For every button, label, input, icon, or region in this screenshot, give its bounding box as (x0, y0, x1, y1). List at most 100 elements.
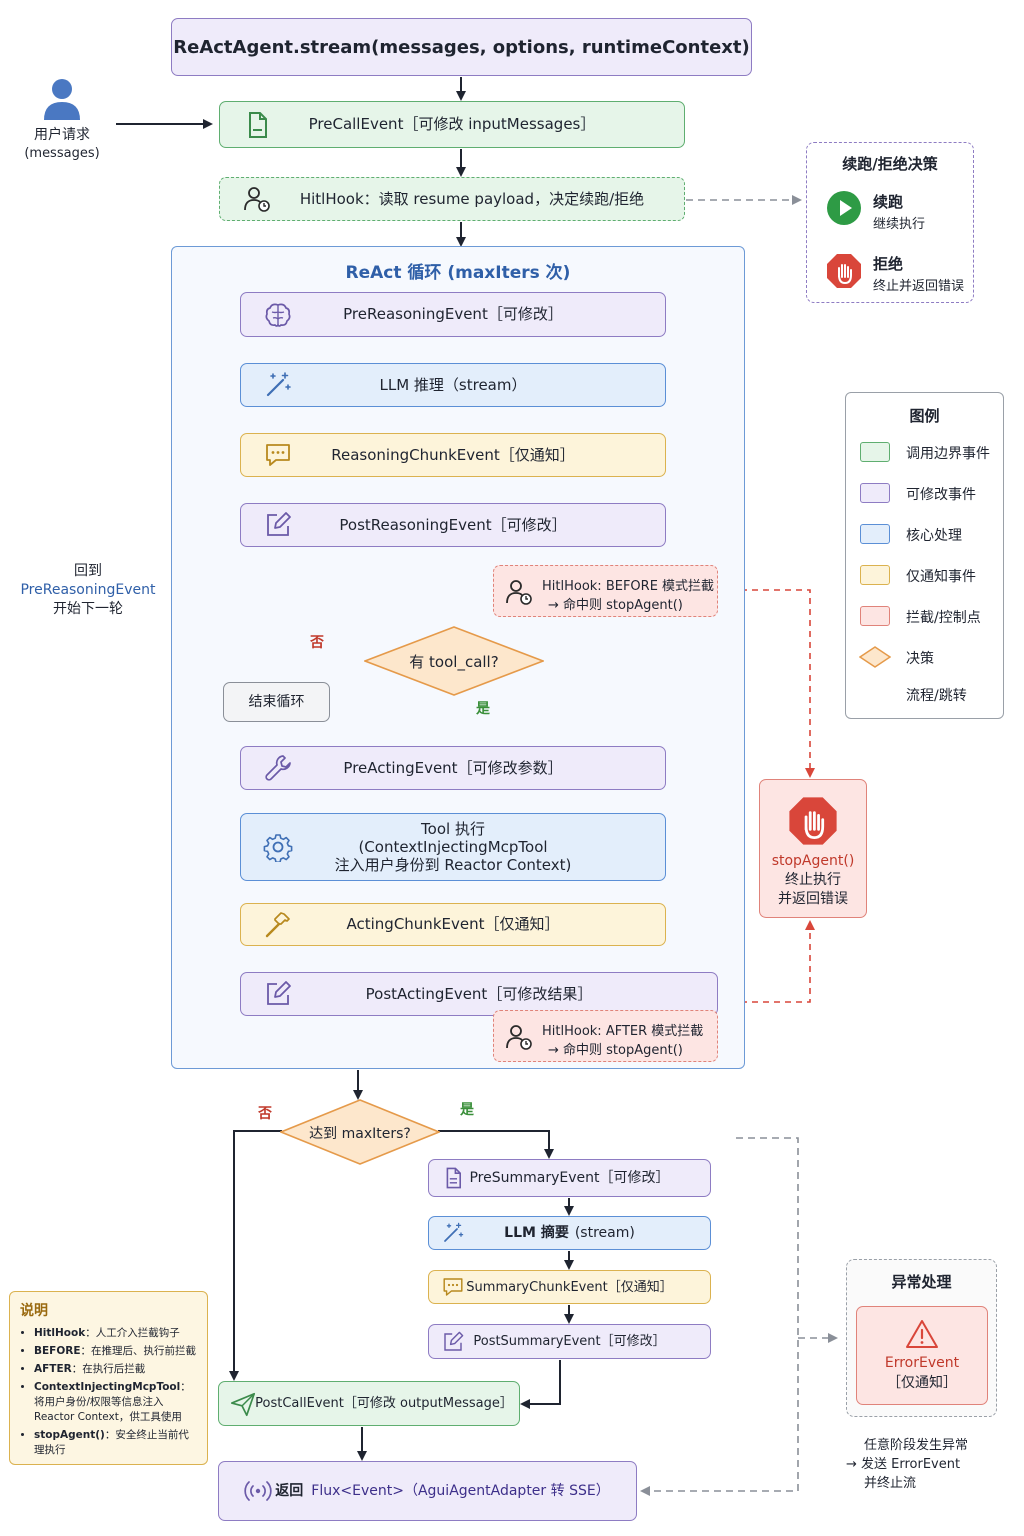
legend-title: 图例 (909, 407, 940, 425)
warning-icon (906, 1319, 938, 1348)
document-icon (441, 1166, 465, 1190)
pre-reasoning-event: PreReasoningEvent ［可修改］ (240, 292, 666, 337)
end-loop-box: 结束循环 (223, 682, 330, 722)
llm-reasoning-name: LLM 推理 (379, 375, 444, 394)
legend-panel: 图例 调用边界事件 可修改事件 核心处理 仅通知事件 拦截/控制点 决策 流程/… (845, 392, 1004, 719)
hitl-hook-after: HitlHook: AFTER 模式拦截 → 命中则 stopAgent() (493, 1010, 718, 1062)
max-iters-decision (280, 1099, 440, 1165)
legend-label-modifiable: 可修改事件 (906, 487, 976, 503)
exception-note: 任意阶段发生异常 → 发送 ErrorEvent 并终止流 (840, 1436, 1010, 1493)
note-item-context-desc1: 将用户身份/权限等信息注入 (34, 1396, 164, 1408)
pre-summary-name: PreSummaryEvent (469, 1169, 600, 1186)
tool-line3: 注入用户身份到 Reactor Context) (334, 856, 572, 874)
post-acting-tag: ［可修改结果］ (487, 984, 593, 1003)
max-iters-no: 否 (258, 1106, 272, 1122)
edit-icon (441, 1330, 465, 1354)
exception-note1: 任意阶段发生异常 (864, 1438, 969, 1453)
return-text: Flux<Event>（AguiAgentAdapter 转 SSE） (311, 1482, 610, 1499)
user-clock-icon (242, 184, 272, 214)
note-item-context-tool: ContextInjectingMcpTool： 将用户身份/权限等信息注入 R… (34, 1380, 199, 1425)
legend-label-core: 核心处理 (906, 528, 962, 544)
hitl-after-line1: HitlHook: AFTER 模式拦截 (542, 1024, 704, 1039)
legend-swatch-notify (860, 565, 890, 585)
post-call-tag: ［可修改 outputMessage］ (343, 1396, 513, 1411)
hitl-before-line2: → 命中则 stopAgent() (548, 598, 683, 613)
user-request: 用户请求 (messages) (14, 78, 110, 161)
legend-swatch-decision (859, 646, 891, 668)
edit-icon (263, 979, 293, 1009)
post-summary-tag: ［可修改］ (600, 1334, 666, 1349)
post-reasoning-event: PostReasoningEvent ［可修改］ (240, 503, 666, 547)
legend-label-flow: 流程/跳转 (906, 688, 967, 704)
llm-summary-name: LLM 摘要 (504, 1224, 569, 1241)
gear-icon (263, 832, 293, 862)
summary-chunk-event: SummaryChunkEvent ［仅通知］ (428, 1270, 711, 1304)
end-loop-label: 结束循环 (248, 693, 305, 710)
loop-back-line2: PreReasoningEvent (20, 582, 156, 598)
user-request-label: 用户请求 (34, 127, 90, 143)
chat-bubble-icon (263, 440, 293, 470)
tool-line1: Tool 执行 (421, 820, 485, 838)
resume-reject-panel: 续跑/拒绝决策 续跑 继续执行 拒绝 终止并返回错误 (806, 142, 974, 303)
pre-call-name: PreCallEvent (308, 115, 404, 133)
agent-stream-title: ReActAgent.stream(messages, options, run… (173, 36, 750, 58)
exception-note2: → 发送 ErrorEvent (846, 1457, 961, 1472)
pre-reasoning-name: PreReasoningEvent (343, 305, 488, 323)
magic-wand-icon (263, 370, 293, 400)
hammer-icon (263, 910, 293, 940)
legend-swatch-core (860, 524, 890, 544)
note-title: 说明 (20, 1303, 48, 1319)
stop-hand-icon (827, 254, 861, 288)
reasoning-chunk-event: ReasoningChunkEvent ［仅通知］ (240, 433, 666, 477)
note-item-after: AFTER：在执行后拦截 (34, 1362, 199, 1377)
post-summary-event: PostSummaryEvent ［可修改］ (428, 1324, 711, 1359)
react-loop-title: ReAct 循环 (maxIters 次) (345, 263, 571, 283)
post-acting-name: PostActingEvent (365, 984, 488, 1003)
reject-title: 拒绝 (873, 255, 904, 273)
pre-reasoning-tag: ［可修改］ (487, 305, 563, 323)
stop-agent-box: stopAgent() 终止执行 并返回错误 (759, 779, 867, 918)
user-clock-icon (506, 1025, 532, 1050)
llm-reasoning: LLM 推理 （stream） (240, 363, 666, 407)
error-event-name: ErrorEvent (884, 1354, 960, 1371)
resume-title: 续跑 (873, 193, 904, 211)
loop-back-line1: 回到 (74, 563, 102, 579)
hitl-hook-resume: HitlHook：读取 resume payload，决定续跑/拒绝 (219, 177, 685, 221)
tool-line2: (ContextInjectingMcpTool (358, 838, 548, 856)
note-item-context-desc2: Reactor Context，供工具使用 (34, 1411, 182, 1423)
max-iters-label: 达到 maxIters? (309, 1126, 411, 1142)
post-call-event: PostCallEvent ［可修改 outputMessage］ (218, 1381, 520, 1426)
reasoning-chunk-tag: ［仅通知］ (499, 445, 575, 464)
legend-label-boundary: 调用边界事件 (906, 446, 990, 462)
pre-call-tag: ［可修改 inputMessages］ (403, 115, 596, 133)
exception-note3: 并终止流 (864, 1476, 917, 1491)
acting-chunk-name: ActingChunkEvent (346, 915, 485, 933)
pre-acting-name: PreActingEvent (343, 758, 458, 777)
post-call-name: PostCallEvent (255, 1396, 344, 1411)
note-panel: 说明 HitlHook：人工介入拦截钩子 BEFORE：在推理后、执行前拦截 A… (9, 1291, 208, 1465)
agent-stream-title-box: ReActAgent.stream(messages, options, run… (171, 18, 752, 76)
hitl-before-line1: HitlHook: BEFORE 模式拦截 (542, 579, 715, 594)
stop-agent-line2: 终止执行 (785, 872, 841, 888)
note-list: HitlHook：人工介入拦截钩子 BEFORE：在推理后、执行前拦截 AFTE… (20, 1326, 199, 1458)
chat-bubble-icon (441, 1275, 465, 1299)
legend-swatch-boundary (860, 442, 890, 462)
user-icon (44, 79, 80, 120)
acting-chunk-tag: ［仅通知］ (484, 915, 560, 933)
resume-sub: 继续执行 (873, 217, 926, 232)
tool-call-decision (364, 626, 544, 696)
legend-swatch-intercept (860, 606, 890, 626)
reject-sub: 终止并返回错误 (873, 279, 965, 294)
resume-reject-title: 续跑/拒绝决策 (842, 155, 938, 173)
reasoning-chunk-name: ReasoningChunkEvent (331, 445, 500, 464)
tool-call-no: 否 (310, 635, 324, 651)
pre-summary-tag: ［可修改］ (599, 1169, 670, 1186)
user-clock-icon (506, 580, 532, 605)
exception-title: 异常处理 (891, 1273, 952, 1291)
brain-icon (263, 300, 293, 330)
legend-label-decision: 决策 (906, 651, 934, 667)
stop-agent-line1: stopAgent() (771, 853, 855, 869)
wrench-icon (263, 753, 293, 783)
llm-reasoning-tag: （stream） (443, 375, 527, 394)
error-event-tag: ［仅通知］ (887, 1374, 957, 1391)
